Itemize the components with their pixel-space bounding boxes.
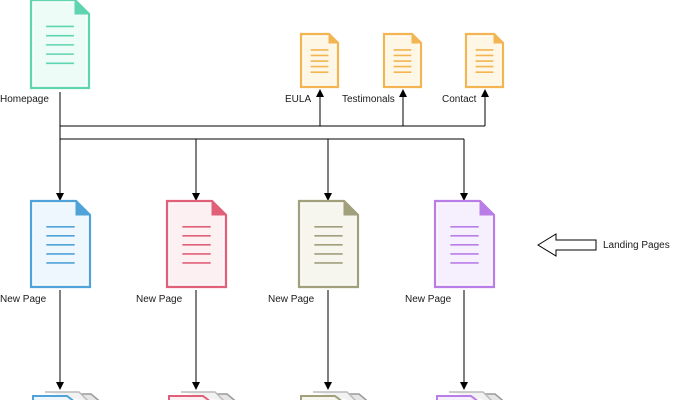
new-page-document-icon [433, 199, 496, 289]
new-page-document-icon [165, 199, 228, 289]
new-page-label-1: New Page [0, 294, 47, 305]
subpages-stack-icon [32, 391, 100, 400]
new-page-label-4: New Page [405, 294, 452, 305]
new-page-label-2: New Page [136, 294, 183, 305]
new-page-label-3: New Page [268, 294, 315, 305]
homepage-label: Homepage [0, 94, 49, 105]
landing-pages-label: Landing Pages [603, 240, 670, 251]
top-page-label-eula: EULA [285, 94, 312, 105]
subpages-stack-icon [168, 391, 236, 400]
new-page-document-icon [297, 199, 360, 289]
left-arrow-shape [537, 233, 597, 257]
top-page-document-icon [299, 32, 340, 89]
top-page-label-contact: Contact [442, 94, 477, 105]
new-page-document-icon [29, 199, 92, 289]
top-page-label-testimonals: Testimonals [342, 94, 395, 105]
top-page-document-icon [382, 32, 423, 89]
homepage-document-icon [29, 0, 91, 90]
top-page-document-icon [464, 32, 505, 89]
connectors [56, 89, 489, 390]
subpages-stack-icon [436, 391, 504, 400]
subpages-stack-icon [300, 391, 368, 400]
